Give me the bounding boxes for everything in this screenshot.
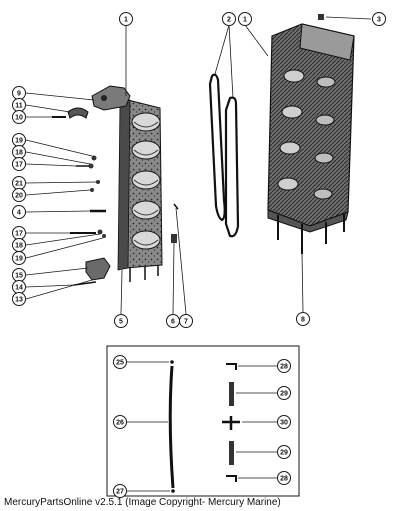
svg-text:18: 18 — [15, 243, 23, 250]
head-gasket-part — [208, 73, 240, 238]
svg-text:14: 14 — [15, 285, 23, 292]
callout-25: 25 — [113, 355, 127, 369]
cylinder-head-view — [267, 23, 355, 254]
svg-text:17: 17 — [15, 162, 23, 169]
svg-text:7: 7 — [184, 319, 188, 326]
callout-10: 10 — [12, 110, 26, 124]
svg-text:6: 6 — [171, 319, 175, 326]
svg-text:19: 19 — [15, 138, 23, 145]
callout-30: 30 — [277, 415, 291, 429]
svg-text:1: 1 — [124, 17, 128, 24]
callout-26: 26 — [113, 415, 127, 429]
copyright-caption: MercuryPartsOnline v2.5.1 (Image Copyrig… — [4, 497, 281, 508]
svg-text:9: 9 — [17, 91, 21, 98]
callout-15: 15 — [12, 268, 26, 282]
callout-20: 20 — [12, 188, 26, 202]
svg-text:25: 25 — [116, 360, 124, 367]
callout-1-left: 1 — [119, 12, 133, 26]
svg-text:2: 2 — [227, 17, 231, 24]
callout-7: 7 — [179, 314, 193, 328]
callout-11: 11 — [12, 98, 26, 112]
svg-text:29: 29 — [280, 391, 288, 398]
callout-9: 9 — [12, 86, 26, 100]
bracket-part — [91, 85, 131, 111]
svg-text:8: 8 — [301, 317, 305, 324]
cap-part — [318, 14, 324, 20]
svg-text:4: 4 — [17, 210, 21, 217]
lower-bracket-part — [73, 257, 111, 286]
callout-13: 13 — [12, 292, 26, 306]
svg-text:13: 13 — [15, 297, 23, 304]
callout-17-bottom: 17 — [12, 226, 26, 240]
svg-text:5: 5 — [119, 319, 123, 326]
svg-text:10: 10 — [15, 115, 23, 122]
clamp-part — [52, 107, 89, 119]
callout-5: 5 — [114, 314, 128, 328]
svg-text:20: 20 — [15, 193, 23, 200]
svg-text:1: 1 — [243, 17, 247, 24]
callout-19-bottom: 19 — [12, 251, 26, 265]
svg-text:11: 11 — [15, 103, 23, 110]
svg-text:26: 26 — [116, 420, 124, 427]
callout-1-right: 1 — [238, 12, 252, 26]
callout-27: 27 — [113, 484, 127, 498]
left-side-hardware — [70, 155, 106, 238]
callout-19-top: 19 — [12, 133, 26, 147]
svg-text:15: 15 — [15, 273, 23, 280]
svg-text:17: 17 — [15, 231, 23, 238]
callout-3: 3 — [372, 12, 386, 26]
svg-text:21: 21 — [15, 181, 23, 188]
callout-6: 6 — [166, 314, 180, 328]
callout-2: 2 — [222, 12, 236, 26]
callout-18-bottom: 18 — [12, 238, 26, 252]
svg-text:29: 29 — [280, 450, 288, 457]
svg-text:30: 30 — [280, 420, 288, 427]
callout-8: 8 — [296, 312, 310, 326]
callout-18-top: 18 — [12, 145, 26, 159]
pin-part — [173, 203, 179, 210]
svg-text:3: 3 — [377, 17, 381, 24]
callout-29-bottom: 29 — [277, 445, 291, 459]
callout-29-top: 29 — [277, 386, 291, 400]
svg-text:18: 18 — [15, 150, 23, 157]
svg-text:27: 27 — [116, 489, 124, 496]
cylinder-block-side-view — [117, 99, 163, 282]
hose-inset-panel — [106, 345, 300, 497]
svg-text:19: 19 — [15, 256, 23, 263]
callout-17-top: 17 — [12, 157, 26, 171]
callout-21: 21 — [12, 176, 26, 190]
callout-28-bottom: 28 — [277, 471, 291, 485]
callout-14: 14 — [12, 280, 26, 294]
callout-28-top: 28 — [277, 359, 291, 373]
plug-part — [171, 234, 177, 243]
callout-4: 4 — [12, 205, 26, 219]
leader-lines — [25, 16, 372, 315]
svg-text:28: 28 — [280, 364, 288, 371]
svg-text:28: 28 — [280, 476, 288, 483]
